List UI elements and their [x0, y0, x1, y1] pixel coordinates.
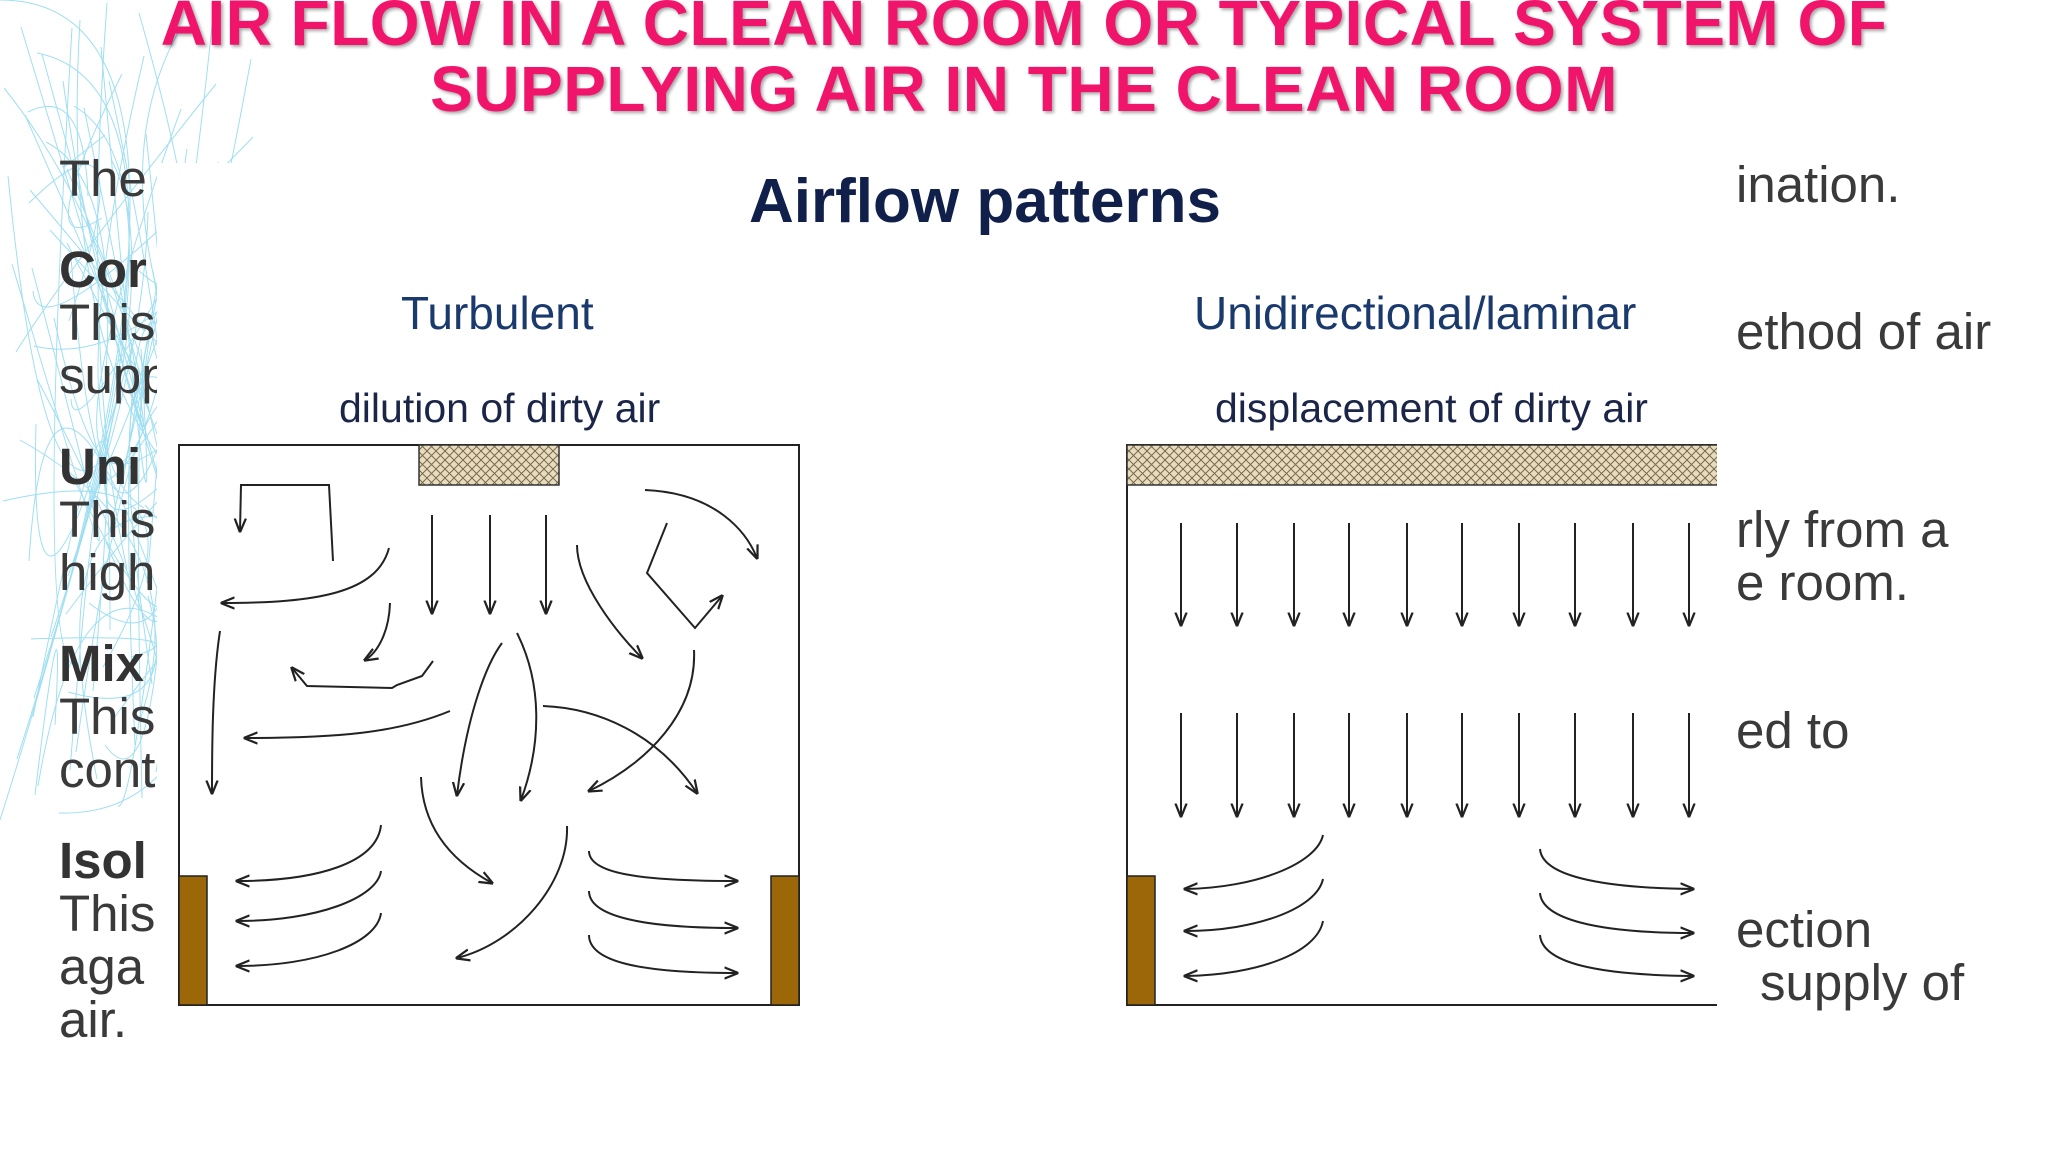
slide-title-line-2: SUPPLYING AIR IN THE CLEAN ROOM	[430, 53, 1618, 125]
body-line: This	[59, 491, 156, 548]
airflow-patterns-figure: Airflow patterns Turbulent Unidirectiona…	[157, 163, 1717, 1031]
body-paragraph-intro: The	[59, 150, 147, 207]
body-paragraph-isolator: Isol This aga air.	[59, 834, 2019, 1046]
body-heading-isolator: Isol	[59, 832, 147, 889]
floor-return-grille-icon	[770, 875, 800, 1006]
mesh-line	[28, 427, 170, 624]
hepa-filter-hatch-icon	[1126, 444, 1717, 486]
laminar-arrows	[1181, 523, 1689, 816]
body-line: high	[59, 544, 156, 601]
body-heading-mixed: Mix	[59, 635, 145, 692]
body-fragment: e room.	[1736, 554, 1909, 611]
floor-return-grille-icon	[178, 875, 208, 1006]
mesh-line	[34, 649, 58, 796]
turbulent-label: Turbulent	[401, 287, 594, 339]
body-fragment: ethod of air	[1736, 303, 1992, 360]
mesh-line	[83, 107, 144, 428]
mesh-line	[15, 83, 217, 353]
body-fragment: ed to	[1736, 702, 1850, 759]
body-line: supp	[59, 347, 170, 404]
mesh-line	[67, 73, 123, 229]
turbulent-room	[178, 444, 800, 1006]
mesh-line	[7, 175, 109, 471]
body-fragment: ection	[1736, 901, 1873, 958]
slide-title: AIR FLOW IN A CLEAN ROOM OR TYPICAL SYST…	[0, 0, 2048, 122]
mesh-line	[50, 158, 133, 638]
turbulent-arrows	[212, 484, 757, 973]
body-heading-unidirectional: Uni	[59, 438, 142, 495]
floor-return-grille-icon	[1126, 875, 1156, 1006]
turbulent-sublabel: dilution of dirty air	[339, 385, 661, 431]
mesh-line	[45, 141, 109, 375]
body-line: air.	[59, 991, 128, 1048]
laminar-label: Unidirectional/laminar	[1194, 287, 1637, 339]
mesh-line	[53, 27, 73, 665]
mesh-line	[100, 46, 148, 483]
mesh-line	[63, 134, 106, 168]
mesh-line	[76, 19, 181, 481]
body-line: cont	[59, 741, 156, 798]
body-paragraph-mixed: Mix This cont	[59, 637, 2019, 796]
body-fragment: supply of	[1760, 954, 1965, 1011]
laminar-return-arrows	[1185, 834, 1693, 976]
mesh-line	[27, 106, 89, 197]
body-paragraph-conventional: Cor This supp	[59, 243, 2019, 402]
mesh-line	[66, 168, 145, 376]
body-heading-conventional: Cor	[59, 241, 147, 298]
body-line: This	[59, 885, 156, 942]
mesh-line	[97, 55, 145, 509]
mesh-line	[96, 108, 182, 465]
laminar-sublabel: displacement of dirty air	[1215, 385, 1648, 431]
mesh-line	[19, 439, 156, 721]
body-line: aga	[59, 938, 145, 995]
slide-title-line-1: AIR FLOW IN A CLEAN ROOM OR TYPICAL SYST…	[160, 0, 1888, 59]
laminar-room	[1126, 444, 1717, 1006]
mesh-line	[69, 479, 111, 771]
hepa-filter-hatch-icon	[418, 444, 560, 486]
laminar-room-outline	[1126, 444, 1717, 1006]
slide-body: The Cor This supp Uni This high Mix This…	[59, 152, 2019, 1084]
airflow-diagrams	[178, 444, 1717, 1006]
mesh-line	[2, 490, 149, 668]
body-paragraph-unidirectional: Uni This high	[59, 440, 2019, 599]
body-line: This	[59, 294, 156, 351]
body-fragment: rly from a	[1736, 501, 1949, 558]
figure-title: Airflow patterns	[749, 167, 1221, 236]
body-fragment: ination.	[1736, 156, 1901, 213]
mesh-line	[11, 263, 100, 542]
body-line: This	[59, 688, 156, 745]
mesh-line	[62, 80, 144, 428]
